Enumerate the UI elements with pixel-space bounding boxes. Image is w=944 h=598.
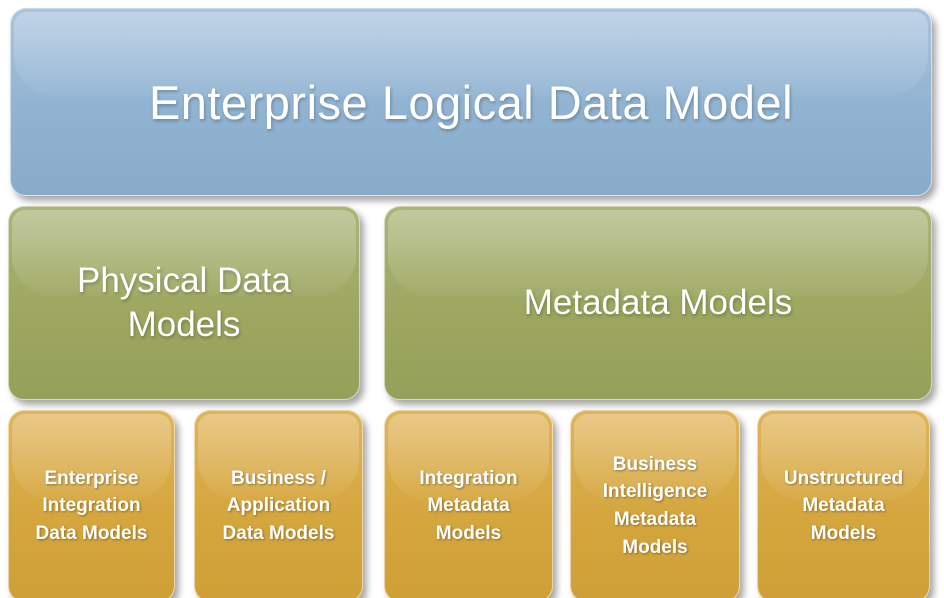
enterprise-integration-data-models-label: Enterprise Integration Data Models (35, 467, 148, 544)
physical-data-models-box: Physical Data Models (8, 206, 360, 400)
integration-metadata-models-box: Integration Metadata Models (384, 410, 553, 598)
business-application-data-models-box: Business / Application Data Models (194, 410, 363, 598)
unstructured-metadata-models-box: Unstructured Metadata Models (757, 410, 930, 598)
business-application-data-models-label: Business / Application Data Models (222, 467, 335, 544)
business-intelligence-metadata-models-label: Business Intelligence Metadata Models (602, 453, 708, 558)
physical-data-models-label: Physical Data Models (77, 261, 291, 344)
business-intelligence-metadata-models-box: Business Intelligence Metadata Models (570, 410, 740, 598)
unstructured-metadata-models-label: Unstructured Metadata Models (783, 467, 904, 544)
enterprise-integration-data-models-box: Enterprise Integration Data Models (8, 410, 175, 598)
metadata-models-box: Metadata Models (384, 206, 932, 400)
enterprise-logical-data-model-box: Enterprise Logical Data Model (10, 8, 932, 196)
title-label: Enterprise Logical Data Model (148, 75, 794, 129)
metadata-models-label: Metadata Models (523, 283, 793, 323)
integration-metadata-models-label: Integration Metadata Models (419, 467, 518, 544)
